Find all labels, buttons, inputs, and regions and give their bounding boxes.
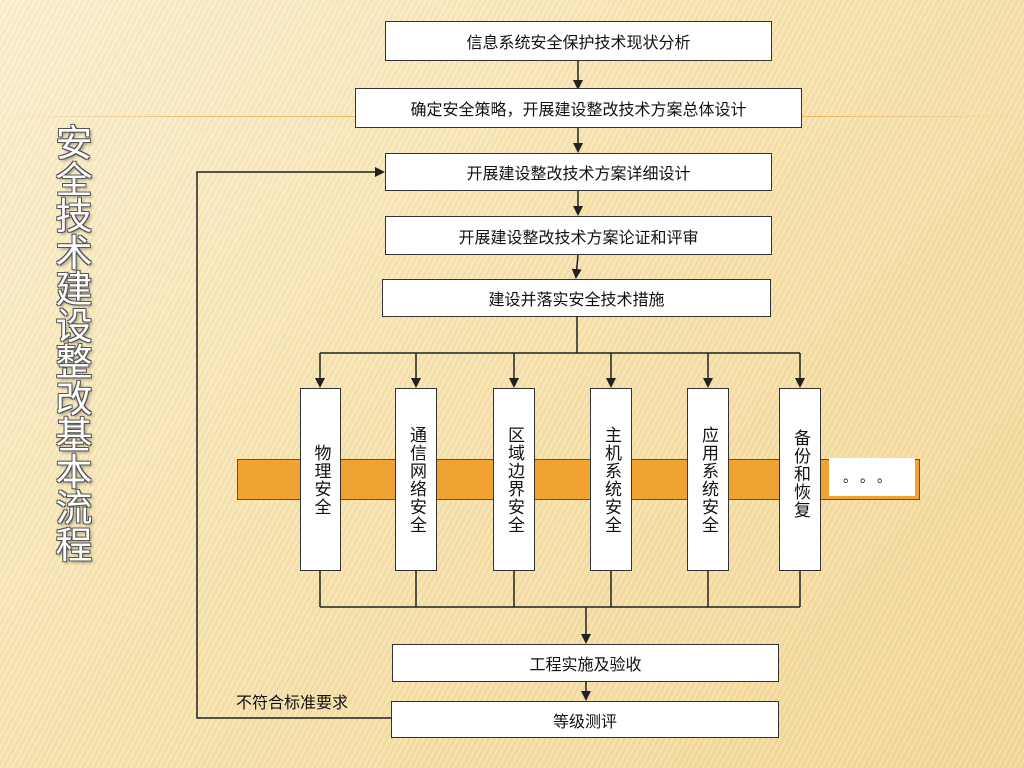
step-current-analysis-box: 信息系统安全保护技术现状分析 xyxy=(385,21,772,61)
step-acceptance-box: 工程实施及验收 xyxy=(392,644,779,682)
feedback-label: 不符合标准要求 xyxy=(236,693,349,712)
page-title: 安全技术建设整改基本流程 xyxy=(55,122,93,567)
branch-label: 主机系统安全 xyxy=(601,425,621,534)
feedback-loop xyxy=(196,167,391,719)
step-overall-design-box: 确定安全策略，开展建设整改技术方案总体设计 xyxy=(355,88,802,128)
arrow-s4-s5 xyxy=(571,254,582,279)
step-detailed-design-box: 开展建设整改技术方案详细设计 xyxy=(385,153,772,191)
branch-application-security: 应用系统安全 xyxy=(687,388,729,571)
branch-network-security: 通信网络安全 xyxy=(395,388,437,571)
step-review-box: 开展建设整改技术方案论证和评审 xyxy=(385,216,772,255)
branch-boundary-security: 区域边界安全 xyxy=(493,388,535,571)
ellipsis-box: 。。。 xyxy=(829,458,915,496)
branch-label: 备份和恢复 xyxy=(790,429,810,519)
branch-label: 应用系统安全 xyxy=(698,425,718,534)
branch-host-security: 主机系统安全 xyxy=(590,388,632,571)
branch-label: 区域边界安全 xyxy=(504,425,524,534)
step-grading-evaluation-box: 等级测评 xyxy=(391,701,779,738)
branch-physical-security: 物理安全 xyxy=(300,388,341,571)
branch-label: 物理安全 xyxy=(310,443,331,516)
branch-backup-recovery: 备份和恢复 xyxy=(779,388,821,571)
branch-label: 通信网络安全 xyxy=(406,425,426,534)
step-implement-measures-box: 建设并落实安全技术措施 xyxy=(382,279,771,317)
